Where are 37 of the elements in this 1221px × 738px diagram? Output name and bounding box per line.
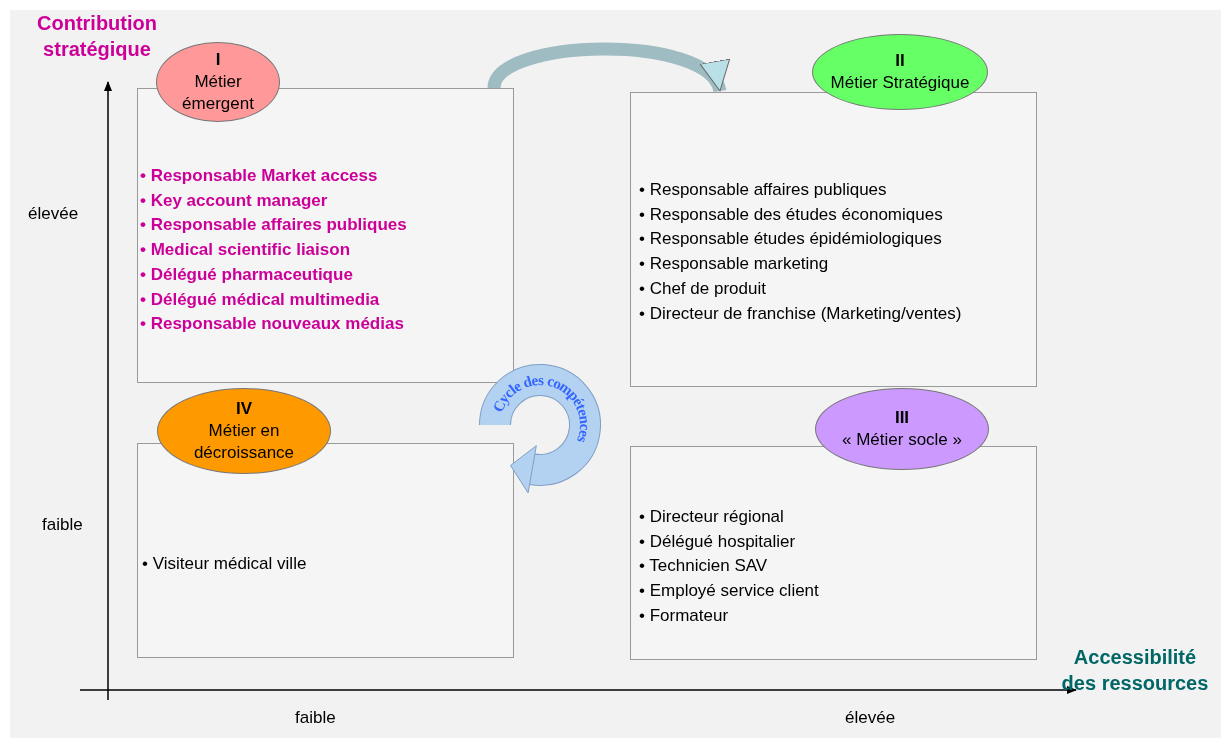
category-title: Métier émergent [181,71,255,115]
quadrant-box [137,443,514,658]
quadrant-box [630,446,1037,660]
list-item: • Employé service client [639,580,819,603]
list-item: • Délégué hospitalier [639,530,797,553]
list-item: • Responsable des études économiques [639,203,944,226]
axis-label: élevée [28,204,79,224]
list-item: • Key account manager [140,189,329,212]
category-title: Métier en décroissance [192,420,296,464]
category-title: « Métier socle » [842,429,962,451]
list-item: • Responsable Market access [140,165,379,187]
list-item: • Responsable nouveaux médias [140,313,405,336]
list-item: • Directeur de franchise (Marketing/ventes) [639,302,962,325]
list-item: • Directeur régional [639,506,785,528]
roman-numeral: II [895,50,905,72]
axis-title: Contribution stratégique [36,11,158,62]
axis-label: faible [42,515,83,535]
axis-label: faible [295,708,336,728]
list-item: • Technicien SAV [639,555,769,578]
list-item: • Responsable affaires publiques [639,179,888,201]
list-item: • Medical scientific liaison [140,239,352,262]
roman-numeral: I [215,49,221,71]
list-item: • Visiteur médical ville [142,553,307,575]
list-item: • Chef de produit [639,277,767,300]
list-item: • Responsable affaires publiques [140,214,407,237]
roman-numeral: III [894,407,910,429]
roman-numeral: IV [235,398,253,420]
list-item: • Délégué médical multimedia [140,288,381,311]
list-item: • Délégué pharmaceutique [140,263,354,286]
list-item: • Responsable marketing [639,253,830,276]
category-title: Métier Stratégique [830,72,970,94]
axis-title: Accessibilité des ressources [1060,645,1210,696]
list-item: • Responsable études épidémiologiques [639,228,943,251]
quadrant-box [630,92,1037,387]
axis-label: élevée [845,708,896,728]
list-item: • Formateur [639,604,730,627]
quadrant-box [137,88,514,383]
